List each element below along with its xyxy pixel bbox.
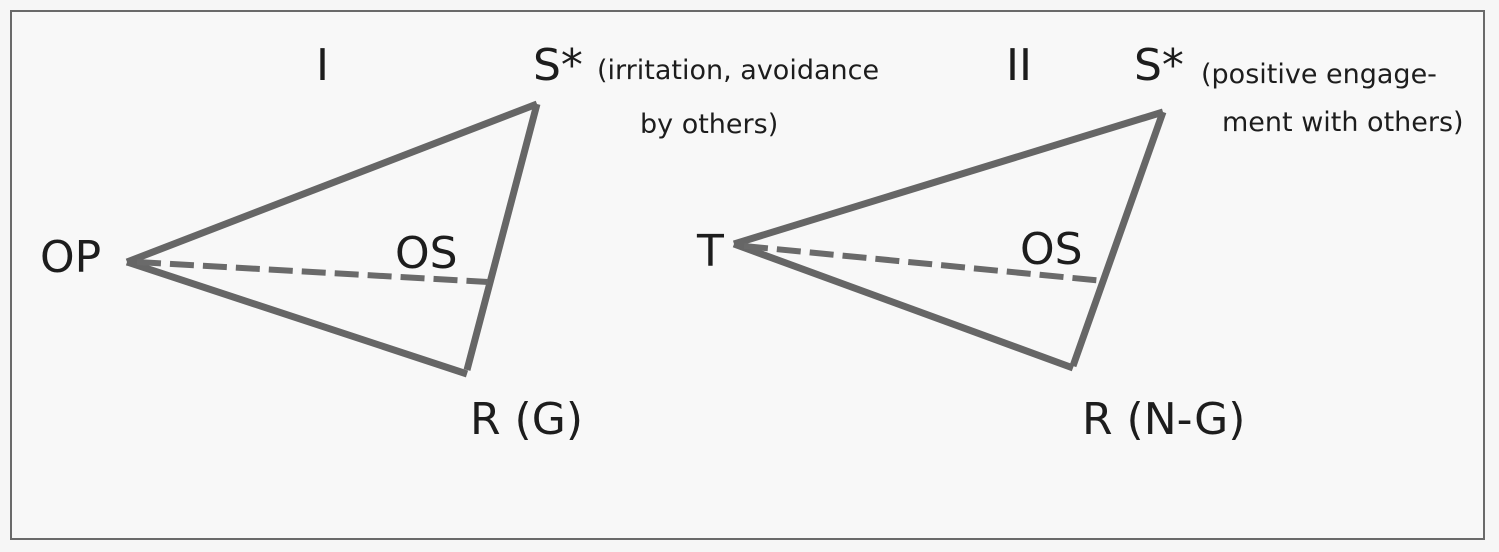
- panel-two-dashed-origin-mediator: [743, 243, 1105, 284]
- panel-one-stimulus-label: S*: [533, 40, 583, 91]
- panel-one-stimulus-note-line1: (irritation, avoidance: [597, 55, 880, 86]
- panel-two-response-label: R (N-G): [1082, 394, 1246, 445]
- panel-two-stimulus-label: S*: [1134, 40, 1184, 91]
- panel-one-response-label: R (G): [470, 394, 583, 445]
- panel-one-stimulus-note-line2: by others): [640, 109, 779, 140]
- panel-one-edge-origin-stimulus: [125, 100, 539, 266]
- panel-one-origin-label: OP: [40, 232, 102, 283]
- panel-two-mediator-label: OS: [1020, 224, 1083, 275]
- panel-one-edge-stimulus-response: [463, 103, 541, 371]
- panel-two-edge-origin-response: [732, 240, 1075, 372]
- panel-one-numeral: I: [316, 40, 329, 91]
- panel-two-edge-origin-stimulus: [732, 108, 1165, 248]
- panel-two-stimulus-note-line2: ment with others): [1222, 107, 1464, 138]
- panel-two-stimulus-note-line1: (positive engage-: [1201, 59, 1437, 90]
- diagram-frame: [10, 10, 1485, 540]
- panel-one-mediator-label: OS: [395, 228, 458, 279]
- panel-one-dashed-origin-mediator: [136, 259, 489, 285]
- panel-one-edge-origin-response: [125, 258, 469, 378]
- panel-two-origin-label: T: [697, 226, 724, 277]
- panel-two-edge-stimulus-response: [1069, 110, 1167, 368]
- panel-two-numeral: II: [1006, 40, 1032, 91]
